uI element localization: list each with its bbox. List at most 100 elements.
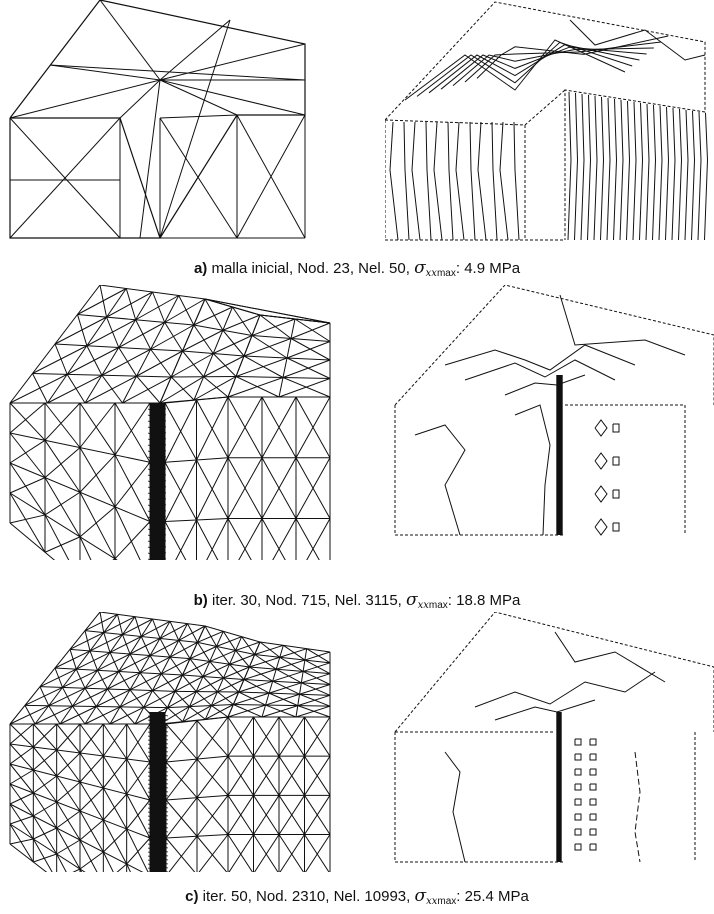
- mesh-edge: [193, 376, 237, 401]
- mesh-edge: [209, 661, 224, 679]
- mesh-edge: [217, 679, 245, 693]
- caption-text: malla inicial, Nod. 23, Nel. 50,: [211, 260, 410, 277]
- mesh-edge: [238, 691, 266, 706]
- mesh-edge: [254, 644, 284, 655]
- mesh-edge: [33, 749, 57, 771]
- mesh-edge: [103, 632, 111, 653]
- mesh-edge: [9, 769, 34, 785]
- mesh-edge: [39, 686, 50, 706]
- mesh-edge: [174, 690, 190, 707]
- crack-refinement: [147, 831, 169, 837]
- sigma-subscript: xx: [417, 600, 429, 611]
- mesh-panel-c: [0, 612, 340, 872]
- mesh-edge: [265, 704, 297, 718]
- contour-line: [632, 101, 637, 241]
- mesh-edge: [103, 616, 136, 634]
- mesh-edge: [297, 694, 331, 707]
- mesh-edge: [112, 558, 116, 560]
- mesh-edge: [79, 810, 104, 853]
- mesh-edge: [126, 793, 151, 839]
- mesh-edge: [99, 0, 161, 81]
- mesh-edge: [56, 781, 81, 803]
- mesh-edge: [253, 834, 280, 872]
- caption-c: c) iter. 50, Nod. 2310, Nel. 10993, σxxm…: [0, 886, 714, 907]
- mesh-edge: [204, 298, 261, 316]
- mesh-edge: [174, 676, 204, 692]
- crack-refinement: [147, 843, 169, 849]
- mesh-edge: [79, 851, 104, 870]
- mesh-edge: [122, 376, 172, 404]
- crack-refinement: [147, 492, 167, 500]
- crack-refinement: [147, 727, 169, 733]
- mesh-edge: [216, 636, 242, 647]
- mesh-edge: [227, 716, 254, 757]
- mesh-edge: [79, 723, 104, 757]
- crack-refinement: [147, 751, 169, 757]
- contour-line: [606, 97, 611, 241]
- mesh-edge: [211, 705, 229, 718]
- mesh-edge: [119, 79, 306, 119]
- mesh-edge: [233, 704, 263, 718]
- mesh-edge: [9, 432, 46, 478]
- contour-line: [619, 99, 624, 241]
- contour-square: [574, 798, 582, 806]
- mesh-edge: [135, 319, 152, 350]
- mesh-edge: [118, 655, 151, 672]
- mesh-edge: [290, 338, 331, 361]
- mesh-edge: [233, 704, 331, 707]
- mesh-edge: [9, 402, 46, 434]
- mesh-edge: [49, 64, 306, 81]
- contour-line: [559, 294, 686, 356]
- caption-letter: a): [193, 260, 208, 277]
- contour-line: [477, 121, 487, 241]
- mesh-edge: [139, 672, 153, 691]
- mesh-edge: [165, 837, 196, 872]
- sigma-max: max: [436, 268, 456, 279]
- crack-refinement: [147, 759, 169, 765]
- mesh-edge: [33, 853, 57, 863]
- contour-diamond: [594, 419, 608, 437]
- sigma-max: max: [428, 600, 448, 611]
- mesh-edge: [164, 459, 197, 522]
- mesh-edge: [114, 454, 151, 522]
- mesh-edge: [243, 355, 284, 378]
- mesh-edge: [56, 723, 81, 754]
- contour-line: [494, 699, 596, 721]
- mesh-edge: [48, 705, 61, 725]
- mesh-edge: [72, 868, 81, 872]
- contour-line: [671, 107, 676, 241]
- mesh-edge: [286, 341, 331, 359]
- mesh-edge: [306, 648, 331, 664]
- mesh-edge: [227, 704, 266, 718]
- mesh-edge: [102, 723, 128, 760]
- mesh-edge: [236, 114, 306, 239]
- mesh-edge: [227, 755, 254, 796]
- mesh-edge: [9, 514, 46, 524]
- contour-drawing-b: [394, 285, 714, 536]
- mesh-edge: [254, 654, 331, 664]
- contour-square: [589, 768, 597, 776]
- mesh-edge: [169, 621, 180, 641]
- mesh-edge: [227, 377, 284, 398]
- mesh-edge: [196, 755, 229, 798]
- mesh-edge: [118, 671, 131, 691]
- mesh-edge: [32, 723, 58, 748]
- mesh-edge: [189, 706, 206, 720]
- crack-refinement: [147, 783, 169, 789]
- mesh-edge: [152, 291, 166, 323]
- mesh-edge: [56, 810, 81, 829]
- crack-refinement: [147, 546, 167, 554]
- mesh-edge: [187, 623, 198, 643]
- mesh-edge: [164, 521, 187, 560]
- mesh-edge: [9, 462, 46, 516]
- crack-refinement: [147, 456, 167, 464]
- mesh-edge: [229, 654, 255, 665]
- mesh-edge: [227, 457, 263, 519]
- mesh-edge: [253, 755, 280, 796]
- mesh-edge: [249, 666, 331, 675]
- mesh-edge: [62, 669, 98, 688]
- mesh-edge: [152, 618, 161, 639]
- mesh-edge: [182, 350, 205, 378]
- contour-square: [612, 489, 620, 499]
- contour-line: [425, 121, 432, 241]
